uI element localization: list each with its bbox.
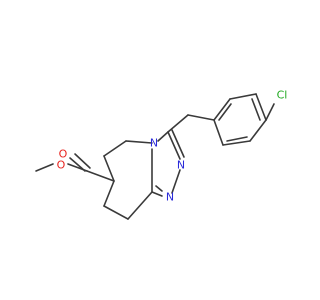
bond-c5-n4: [125, 140, 153, 144]
bond-ph-5: [229, 93, 257, 100]
atom-labels: O O N N N Cl: [57, 89, 288, 204]
atom-n4: N: [150, 137, 158, 150]
bond-ph-3: [249, 119, 267, 142]
bond-c8-c9: [103, 205, 129, 220]
bond-c9-c9a: [127, 191, 153, 220]
atom-n1: N: [166, 191, 174, 204]
molecule-diagram: O O N N N Cl: [35, 89, 288, 220]
bond-ph-2: [222, 140, 251, 146]
structure-svg: O O N N N Cl: [35, 89, 288, 220]
bond-ph-inner-3: [218, 103, 232, 121]
bond-c7-c6: [103, 155, 115, 182]
atom-o-ester: O: [57, 159, 66, 172]
bond-n1-c9a-a: [151, 191, 163, 197]
bonds: [35, 93, 275, 220]
bond-ch2-ring: [187, 114, 215, 121]
bond-methyl-o: [35, 163, 54, 172]
bond-ph-inner-2: [251, 98, 261, 121]
bond-c-cl: [265, 103, 275, 121]
bond-n2-n1: [171, 169, 181, 194]
bond-ph-inner-1: [226, 136, 248, 142]
bond-c7-c8: [103, 180, 115, 207]
bond-ph-4: [255, 93, 267, 121]
bond-carbonyl-double-b: [74, 153, 91, 169]
atom-cl: Cl: [277, 89, 288, 102]
atom-n2: N: [177, 159, 185, 172]
bond-ph-6: [213, 98, 231, 121]
bond-n1-c9a-b: [155, 185, 163, 192]
bond-c6-c5: [103, 140, 127, 157]
bond-carbonyl-c7: [86, 170, 115, 182]
atom-o-carbonyl: O: [59, 148, 68, 161]
bond-n4-c3: [157, 131, 169, 142]
bond-c3-n2-a: [167, 131, 181, 160]
bond-ph-1: [213, 119, 224, 146]
bond-c3-ch2: [167, 114, 189, 133]
bond-carbonyl-double-a: [69, 157, 86, 172]
bond-c3-n2-b: [171, 129, 185, 158]
